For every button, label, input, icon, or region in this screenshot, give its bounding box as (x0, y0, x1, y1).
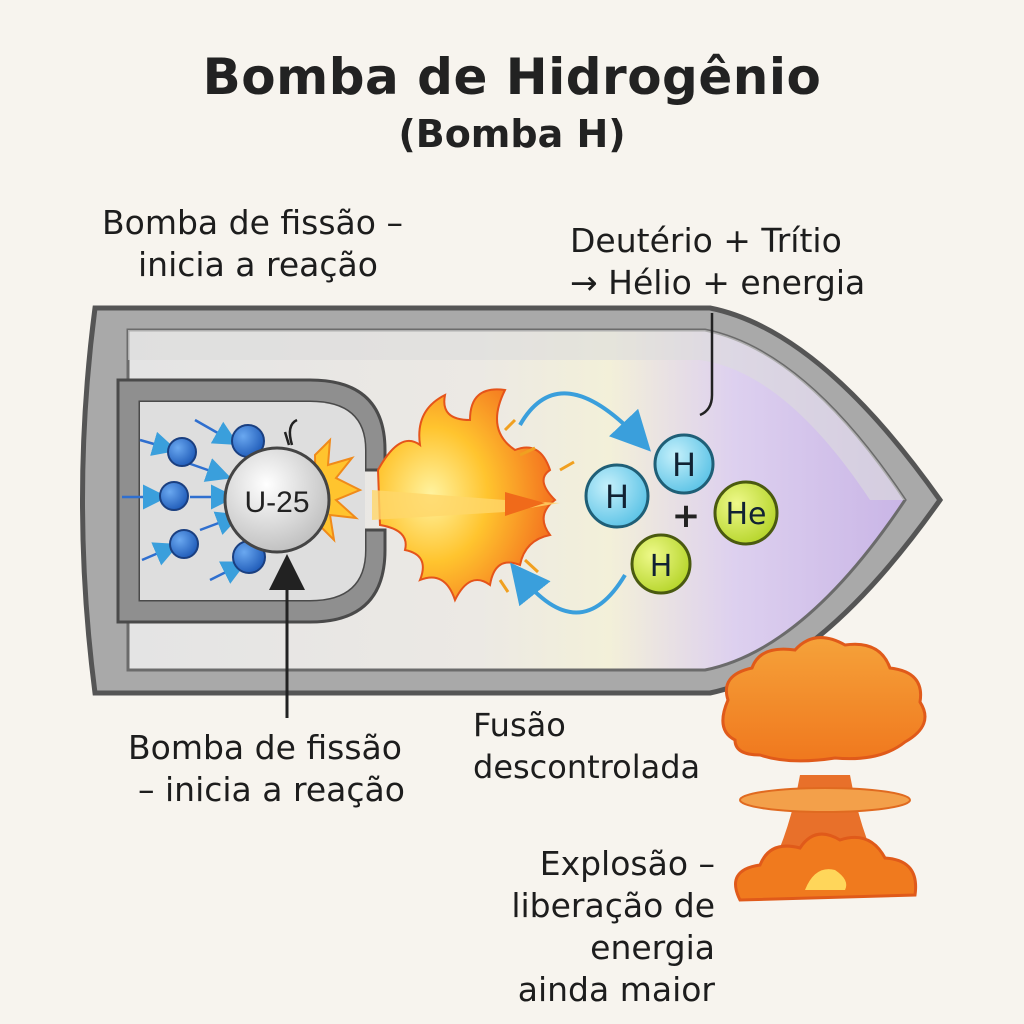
explosion-label-line1: Explosão – (539, 844, 715, 883)
atom-symbol: H (605, 478, 629, 516)
neutron (159, 481, 189, 511)
hydrogen-atom (653, 433, 715, 495)
explosion-label: Explosão – liberação de energia ainda ma… (380, 843, 715, 1011)
fission-label-top: Bomba de fissão – inicia a reação (102, 202, 403, 286)
fusion-cycle-arrows (509, 391, 651, 615)
explosion-label-line2: liberação de energia (511, 886, 715, 967)
reaction-label: Deutério + Trítio → Hélio + energia (570, 220, 865, 304)
fission-label-bottom-line2: – inicia a reação (138, 770, 405, 809)
fission-fire (376, 388, 557, 603)
fission-label-top-line2: inicia a reação (138, 245, 378, 284)
reaction-pointer (699, 313, 714, 417)
helium-atom (713, 480, 779, 546)
reaction-label-line1: Deutério + Trítio (570, 221, 842, 260)
neutron (169, 529, 199, 559)
fusion-label-line2: descontrolada (473, 748, 701, 786)
mushroom-cloud (721, 636, 927, 902)
neutrons (159, 424, 266, 574)
core-label: U-25 (244, 486, 309, 519)
atom-symbol: H (672, 446, 696, 484)
plus-sign: + (672, 496, 701, 536)
fusion-atoms (584, 433, 779, 595)
title: Bomba de Hidrogênio (202, 48, 822, 106)
fission-label-bottom-line1: Bomba de fissão (128, 728, 402, 767)
explosion-label-line3: ainda maior (517, 970, 715, 1009)
fission-label-top-line1: Bomba de fissão – (102, 203, 403, 242)
neutron-paths (122, 418, 247, 584)
fission-label-bottom: Bomba de fissão – inicia a reação (128, 727, 405, 811)
reaction-label-line2: → Hélio + energia (570, 263, 866, 302)
subtitle: (Bomba H) (398, 112, 626, 156)
neutron (167, 437, 197, 467)
hydrogen-atom (584, 463, 650, 529)
hydrogen-atom (630, 533, 692, 595)
atom-symbol: H (650, 549, 673, 584)
atom-symbol: He (725, 497, 766, 532)
fusion-label-line1: Fusão (473, 706, 566, 744)
fusion-label: Fusão descontrolada (473, 704, 700, 788)
uranium-core (223, 446, 331, 554)
